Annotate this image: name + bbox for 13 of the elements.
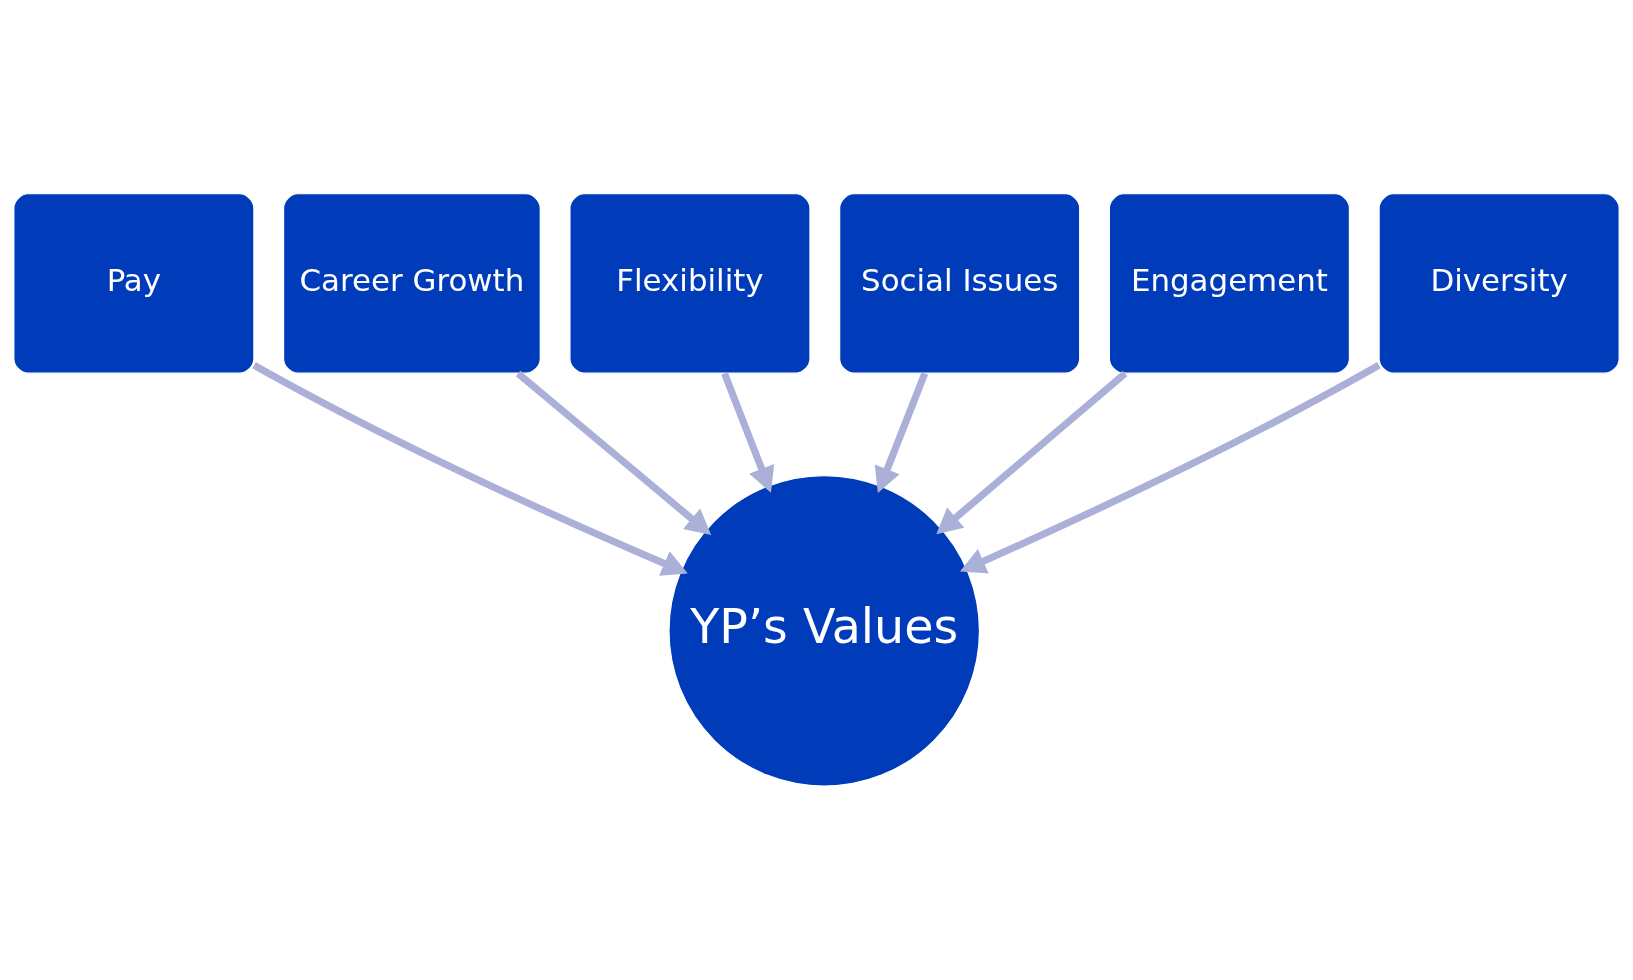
node-box: Career Growth — [283, 193, 541, 374]
node-box: Pay — [13, 193, 255, 374]
node-box: Social Issues — [839, 193, 1081, 374]
arrow — [515, 370, 712, 536]
node-box: Flexibility — [569, 193, 811, 374]
node-box: Diversity — [1378, 193, 1620, 374]
arrow — [936, 370, 1128, 535]
node-circle: YP’s Values — [668, 474, 981, 787]
arrow — [874, 372, 929, 493]
arrow — [721, 372, 775, 493]
arrow — [959, 362, 1381, 574]
node-box: Engagement — [1108, 193, 1350, 374]
arrow — [252, 362, 688, 576]
